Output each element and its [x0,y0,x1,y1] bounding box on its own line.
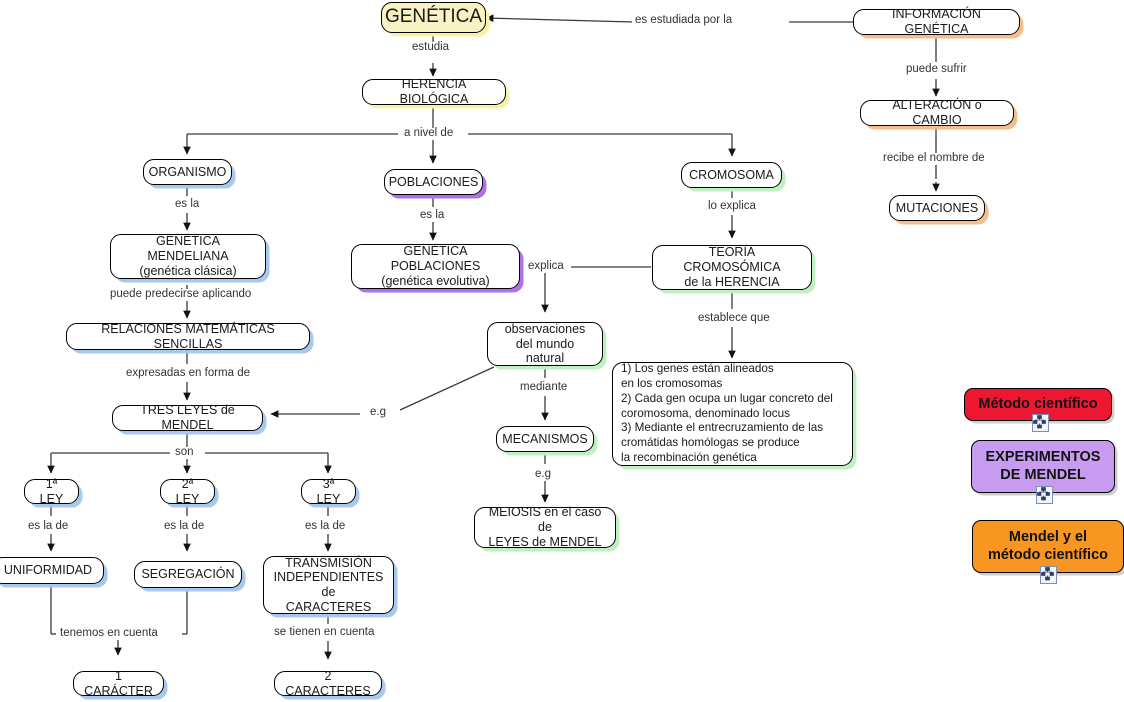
node-informacion-genetica-label: INFORMACIÓN GENÉTICA [892,7,981,36]
node-transmision-line1: TRANSMISIÓN [285,555,372,570]
node-mecanismos-label: MECANISMOS [502,431,588,446]
node-mutaciones-label: MUTACIONES [895,200,979,215]
establece-line-4: coromosoma, denominado locus [621,406,790,420]
resource-mendel-metodo-line2: método científico [987,546,1109,563]
resource-experimentos-line1: EXPERIMENTOS [985,448,1101,465]
node-ley-3[interactable]: 3ª LEY [301,476,356,506]
resource-experimentos-line2: DE MENDEL [1000,466,1086,483]
node-organismo-label: ORGANISMO [148,164,227,179]
concept-map-icon[interactable] [1036,486,1053,504]
node-observaciones-line2: del mundo natural [515,336,575,366]
node-genetica-poblaciones-line1: GENÉTICA POBLACIONES [390,244,481,274]
link-label-eg-mecanismos: e.g [532,468,554,481]
resource-mendel-metodo-line1: Mendel y el [1008,528,1088,545]
node-ley-1-label: 1ª LEY [39,476,64,506]
node-informacion-genetica[interactable]: INFORMACIÓN GENÉTICA [853,7,1020,36]
node-poblaciones-label: POBLACIONES [388,174,479,189]
link-label-recibe-el-nombre-de: recibe el nombre de [880,152,988,165]
node-teoria-cromosomica-line2: de la HERENCIA [684,274,780,289]
node-alteracion-o-cambio[interactable]: ALTERACIÓN o CAMBIO [860,98,1014,127]
node-teoria-cromosomica-line1: TEORÍA CROMOSÓMICA [683,245,781,275]
node-ley-3-label: 3ª LEY [316,476,341,506]
node-genetica-mendeliana-line1: GENÉTICA MENDELIANA [147,234,229,264]
node-genetica[interactable]: GENÉTICA [381,2,486,33]
establece-line-6: cromátidas homólogas se produce [621,436,800,450]
node-1-caracter-label: 1 CARÁCTER [84,668,153,698]
resource-metodo-cientifico-label: Método científico [978,395,1098,412]
node-meiosis-line2: LEYES de MENDEL [488,534,602,549]
node-herencia-biologica[interactable]: HERENCIA BIOLÓGICA [362,77,506,106]
link-label-es-la-organismo: es la [172,198,203,211]
node-establece-lista[interactable]: 1) Los genes están alineados en los crom… [612,362,853,466]
node-meiosis-line1: MEIOSIS en el caso de [488,505,602,535]
node-mecanismos[interactable]: MECANISMOS [496,426,594,452]
concept-map-icon[interactable] [1032,414,1049,432]
resource-mendel-y-el-metodo-cientifico[interactable]: Mendel y el método científico [972,520,1124,573]
node-herencia-biologica-label: HERENCIA BIOLÓGICA [399,77,469,106]
node-alteracion-o-cambio-label: ALTERACIÓN o CAMBIO [892,98,982,127]
node-relaciones-matematicas-label: RELACIONES MATEMÁTICAS SENCILLAS [101,321,275,351]
node-poblaciones[interactable]: POBLACIONES [384,169,483,195]
link-label-puede-predecirse-aplicando: puede predecirse aplicando [107,288,255,301]
link-label-es-la-poblaciones: es la [417,209,448,222]
node-tres-leyes-mendel-label: TRES LEYES de MENDEL [140,403,235,432]
node-organismo[interactable]: ORGANISMO [143,159,232,185]
link-label-establece-que: establece que [695,312,773,325]
link-label-es-la-de-3: es la de [302,520,349,533]
link-label-es-la-de-1: es la de [25,520,72,533]
node-genetica-mendeliana-line2: (genética clásica) [139,263,237,278]
node-mutaciones[interactable]: MUTACIONES [889,195,985,221]
node-genetica-mendeliana[interactable]: GENÉTICA MENDELIANA (genética clásica) [110,234,266,279]
node-genetica-label: GENÉTICA [384,6,483,28]
link-label-tenemos-en-cuenta: tenemos en cuenta [57,627,161,640]
resource-metodo-cientifico[interactable]: Método científico [964,388,1112,421]
node-teoria-cromosomica[interactable]: TEORÍA CROMOSÓMICA de la HERENCIA [652,245,812,290]
node-2-caracteres[interactable]: 2 CARACTERES [274,668,382,698]
concept-map-icon[interactable] [1040,566,1057,584]
node-observaciones-line1: observaciones [504,321,586,336]
establece-line-7: la recombinación genética [621,450,757,464]
establece-line-2: en los cromosomas [621,377,723,391]
link-label-expresadas-en-forma-de: expresadas en forma de [123,367,254,380]
resource-experimentos-de-mendel[interactable]: EXPERIMENTOS DE MENDEL [971,440,1115,493]
node-uniformidad[interactable]: UNIFORMIDAD [0,557,104,584]
establece-line-1: 1) Los genes están alineados [621,362,774,376]
link-label-lo-explica: lo explica [705,200,759,213]
link-label-estudia: estudia [409,41,453,54]
node-cromosoma-label: CROMOSOMA [689,167,774,182]
link-label-es-estudiada-por-la: es estudiada por la [632,14,736,27]
link-label-puede-sufrir: puede sufrir [903,63,970,76]
link-label-es-la-de-2: es la de [161,520,208,533]
node-tres-leyes-mendel[interactable]: TRES LEYES de MENDEL [112,403,263,432]
node-ley-2-label: 2ª LEY [175,476,200,506]
node-transmision-line3: CARACTERES [285,599,372,614]
node-segregacion-label: SEGREGACIÓN [141,567,235,582]
node-relaciones-matematicas[interactable]: RELACIONES MATEMÁTICAS SENCILLAS [66,321,310,351]
node-uniformidad-label: UNIFORMIDAD [3,563,93,578]
link-label-son: son [172,446,197,459]
node-1-caracter[interactable]: 1 CARÁCTER [73,668,164,698]
link-label-eg-leyes: e.g [367,406,389,419]
node-genetica-poblaciones[interactable]: GENÉTICA POBLACIONES (genética evolutiva… [351,244,520,289]
node-segregacion[interactable]: SEGREGACIÓN [134,561,242,588]
link-label-mediante: mediante [517,381,571,394]
node-ley-1[interactable]: 1ª LEY [24,476,79,506]
link-label-se-tienen-en-cuenta: se tienen en cuenta [271,626,378,639]
link-label-a-nivel-de: a nivel de [401,127,457,140]
node-observaciones[interactable]: observaciones del mundo natural [487,322,603,366]
node-transmision-independiente[interactable]: TRANSMISIÓN INDEPENDIENTES de CARACTERES [263,556,394,614]
node-cromosoma[interactable]: CROMOSOMA [681,162,782,188]
establece-line-3: 2) Cada gen ocupa un lugar concreto del [621,391,833,405]
node-2-caracteres-label: 2 CARACTERES [285,668,371,698]
link-label-explica: explica [525,260,567,273]
node-meiosis[interactable]: MEIOSIS en el caso de LEYES de MENDEL [474,505,616,549]
node-transmision-line2: INDEPENDIENTES de [273,570,384,599]
node-ley-2[interactable]: 2ª LEY [160,476,215,506]
establece-line-5: 3) Mediante el entrecruzamiento de las [621,421,824,435]
node-genetica-poblaciones-line2: (genética evolutiva) [381,273,490,288]
